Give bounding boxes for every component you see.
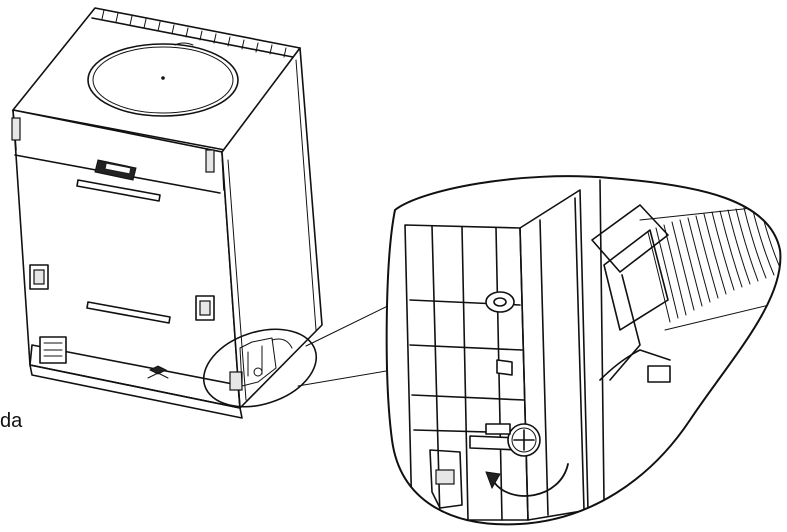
detail-zoom-icon <box>202 301 397 408</box>
rotate-arrow-icon <box>485 463 569 497</box>
screw-icon <box>485 423 541 457</box>
detail-view <box>385 175 782 526</box>
dishwasher-drawing-icon <box>11 7 323 419</box>
caption-fragment: da <box>0 410 23 432</box>
